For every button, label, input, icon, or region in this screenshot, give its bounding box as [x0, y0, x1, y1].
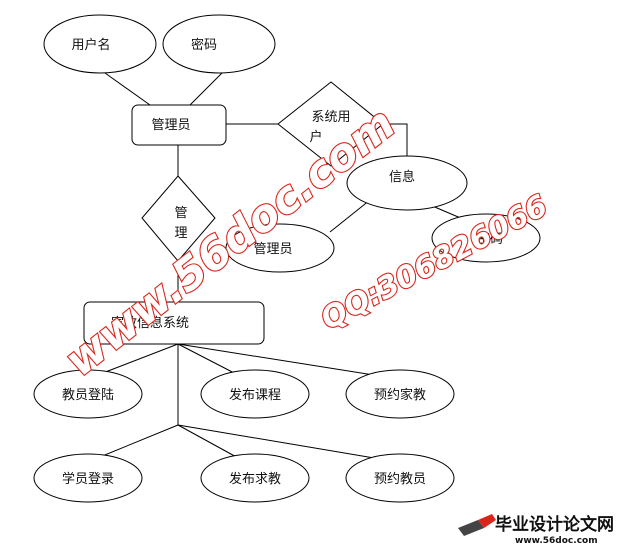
logo-url: www.56doc.com: [515, 536, 598, 546]
publish-request-label: 发布求教: [229, 471, 281, 487]
manage-label-line1: 管: [174, 206, 187, 221]
password-label: 密码: [191, 37, 217, 53]
connector-lines: [94, 72, 471, 460]
teacher-login-attribute: 教员登陆: [33, 369, 143, 419]
password-attribute: 密码: [162, 14, 276, 74]
admin-entity-label: 管理员: [151, 118, 190, 133]
mgmt-password-attribute: 密码: [431, 213, 541, 263]
system-entity: 家教信息系统: [83, 301, 265, 345]
publish-course-label: 发布课程: [229, 387, 281, 403]
info-attribute: 信息: [346, 155, 468, 211]
manage-relation: 管 理: [141, 175, 216, 262]
system-entity-label: 家教信息系统: [111, 315, 189, 331]
book-tutor-label: 预约家教: [374, 387, 426, 403]
mgmt-password-label: 密码: [477, 231, 503, 247]
publish-course-attribute: 发布课程: [200, 369, 310, 419]
site-logo: 毕业设计论文网 www.56doc.com: [458, 514, 614, 546]
system-user-label-line1: 系统用: [311, 110, 350, 125]
publish-request-attribute: 发布求教: [200, 453, 310, 503]
info-label: 信息: [389, 169, 415, 185]
book-teacher-label: 预约教员: [374, 471, 426, 487]
system-user-label-line2: 户: [309, 129, 322, 145]
qq-watermark: QQ:306826066: [315, 188, 553, 337]
student-login-label: 学员登录: [62, 471, 114, 487]
manage-label-line2: 理: [174, 226, 187, 241]
logo-title: 毕业设计论文网: [495, 514, 614, 535]
logo-pen-icon: [458, 514, 496, 536]
student-login-attribute: 学员登录: [33, 453, 143, 503]
admin-entity: 管理员: [131, 104, 227, 146]
book-tutor-attribute: 预约家教: [345, 369, 455, 419]
username-attribute: 用户名: [43, 14, 157, 74]
username-label: 用户名: [71, 37, 110, 53]
teacher-login-label: 教员登陆: [62, 387, 114, 403]
mgmt-name-attribute: 管理员: [225, 223, 335, 273]
system-user-relation: 系统用 户: [277, 81, 384, 167]
book-teacher-attribute: 预约教员: [345, 453, 455, 503]
mgmt-name-label: 管理员: [253, 242, 292, 257]
